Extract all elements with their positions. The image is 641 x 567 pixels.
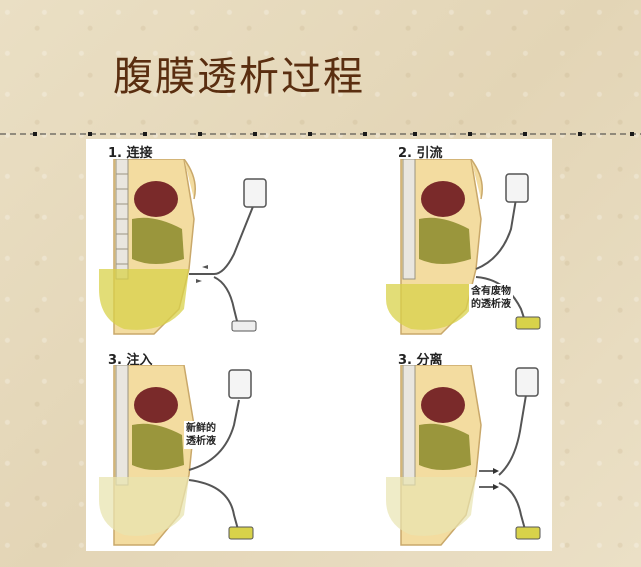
step-2-callout-line-2: 的透析液 bbox=[471, 299, 511, 310]
step-3-callout-line-1: 新鲜的 bbox=[186, 423, 216, 434]
illustration-panel: 1. 连接 2. 引流 bbox=[86, 139, 552, 551]
step-3-scene bbox=[94, 365, 284, 550]
step-1-scene bbox=[94, 159, 284, 339]
step-4-scene bbox=[381, 365, 551, 550]
step-2-label: 2. 引流 bbox=[398, 146, 443, 161]
step-3-callout-line-2: 透析液 bbox=[186, 436, 216, 447]
step-2-scene bbox=[381, 159, 551, 339]
step-2-callout: 含有废物 的透析液 bbox=[469, 284, 513, 312]
step-2-callout-line-1: 含有废物 bbox=[471, 286, 511, 297]
step-1-label: 1. 连接 bbox=[108, 146, 153, 161]
step-3-callout: 新鲜的 透析液 bbox=[184, 421, 218, 449]
dashed-divider bbox=[0, 132, 641, 136]
page-title: 腹膜透析过程 bbox=[113, 54, 365, 100]
